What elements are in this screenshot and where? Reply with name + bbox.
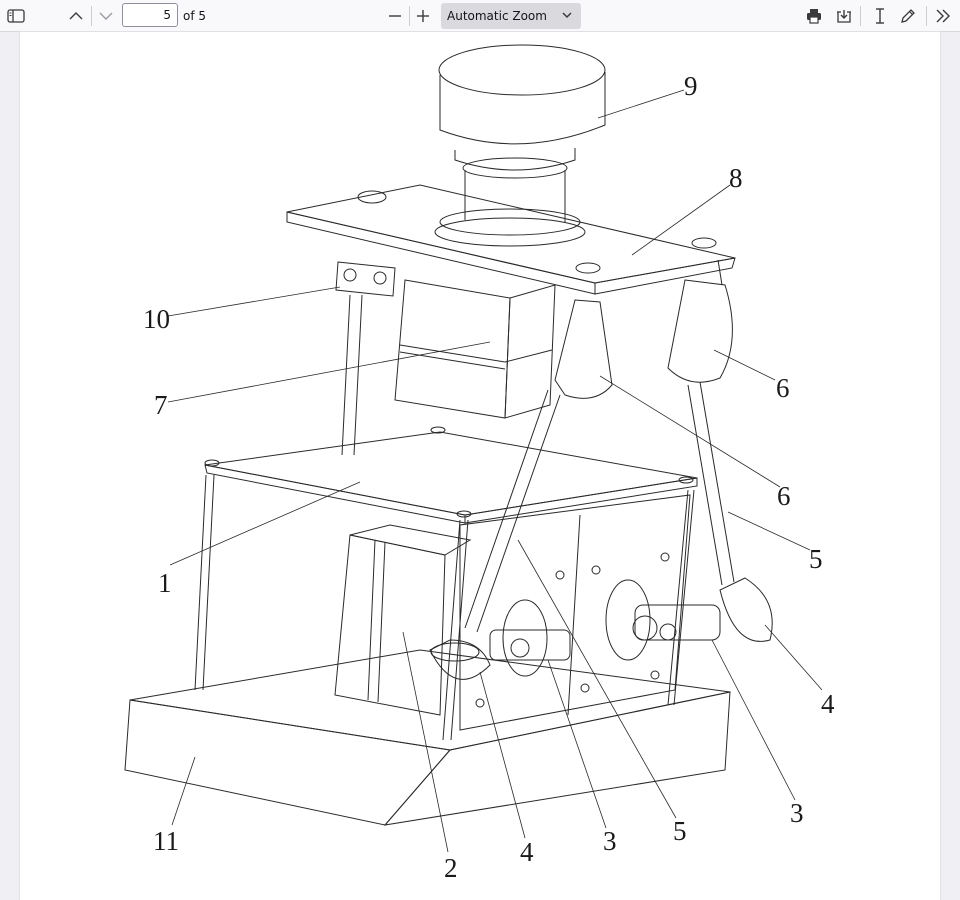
page-count-label: of 5 bbox=[183, 9, 207, 23]
more-tools-button[interactable] bbox=[930, 4, 956, 28]
callout-label-11: 11 bbox=[153, 826, 179, 856]
leader-lines bbox=[167, 89, 823, 853]
mechanical-drawing-figure: 9 8 10 7 6 6 5 1 4 3 11 2 4 3 5 bbox=[124, 44, 835, 883]
text-tool-button[interactable] bbox=[867, 4, 893, 28]
gear-housing bbox=[459, 494, 691, 731]
toolbar-separator bbox=[926, 6, 927, 26]
document-viewer[interactable]: 9 8 10 7 6 6 5 1 4 3 11 2 4 3 5 bbox=[0, 32, 960, 900]
top-plate bbox=[286, 184, 736, 295]
sidebar-icon bbox=[7, 9, 25, 23]
double-chevron-right-icon bbox=[936, 9, 950, 23]
callout-label-4: 4 bbox=[821, 689, 835, 719]
callout-label-4: 4 bbox=[520, 837, 534, 867]
plus-icon bbox=[417, 10, 429, 22]
callout-label-6: 6 bbox=[776, 373, 790, 403]
top-actuator bbox=[434, 44, 606, 247]
rod-clamp bbox=[335, 261, 396, 297]
callout-label-5: 5 bbox=[673, 816, 687, 846]
zoom-select-value: Automatic Zoom bbox=[447, 9, 547, 23]
callout-label-10: 10 bbox=[143, 304, 170, 334]
pdf-toolbar: of 5 Automatic Zoom bbox=[0, 0, 960, 32]
callout-label-2: 2 bbox=[444, 853, 458, 883]
callout-label-1: 1 bbox=[158, 568, 172, 598]
zoom-select[interactable]: Automatic Zoom bbox=[441, 3, 581, 29]
print-button[interactable] bbox=[801, 4, 827, 28]
callout-labels: 9 8 10 7 6 6 5 1 4 3 11 2 4 3 5 bbox=[143, 71, 835, 883]
upper-motor bbox=[394, 279, 556, 419]
download-icon bbox=[837, 10, 851, 23]
callout-label-8: 8 bbox=[729, 163, 743, 193]
previous-page-button[interactable] bbox=[63, 4, 89, 28]
toolbar-separator bbox=[409, 6, 410, 26]
toolbar-separator bbox=[91, 6, 92, 26]
callout-label-6: 6 bbox=[777, 481, 791, 511]
zoom-in-button[interactable] bbox=[410, 4, 436, 28]
printer-icon bbox=[807, 9, 821, 24]
text-cursor-icon bbox=[876, 8, 884, 24]
chevron-down-icon bbox=[562, 12, 572, 19]
callout-label-7: 7 bbox=[154, 390, 168, 420]
pencil-icon bbox=[901, 9, 915, 23]
callout-label-9: 9 bbox=[684, 71, 698, 101]
next-page-button[interactable] bbox=[93, 4, 119, 28]
zoom-out-button[interactable] bbox=[382, 4, 408, 28]
chevron-up-icon bbox=[69, 12, 83, 20]
save-button[interactable] bbox=[831, 4, 857, 28]
callout-label-3: 3 bbox=[790, 798, 804, 828]
sidebar-toggle-button[interactable] bbox=[3, 4, 29, 28]
callout-label-3: 3 bbox=[603, 826, 617, 856]
chevron-down-icon bbox=[99, 12, 113, 20]
middle-plate bbox=[204, 426, 698, 524]
right-linkage bbox=[605, 279, 773, 661]
minus-icon bbox=[389, 15, 401, 17]
page-number-input[interactable] bbox=[122, 3, 178, 27]
toolbar-separator bbox=[860, 6, 861, 26]
draw-tool-button[interactable] bbox=[895, 4, 921, 28]
lower-motor bbox=[334, 524, 472, 716]
left-linkage bbox=[429, 299, 613, 680]
pdf-page: 9 8 10 7 6 6 5 1 4 3 11 2 4 3 5 bbox=[20, 32, 940, 900]
base-block bbox=[124, 649, 731, 826]
support-rods bbox=[194, 259, 723, 741]
callout-label-5: 5 bbox=[809, 544, 823, 574]
